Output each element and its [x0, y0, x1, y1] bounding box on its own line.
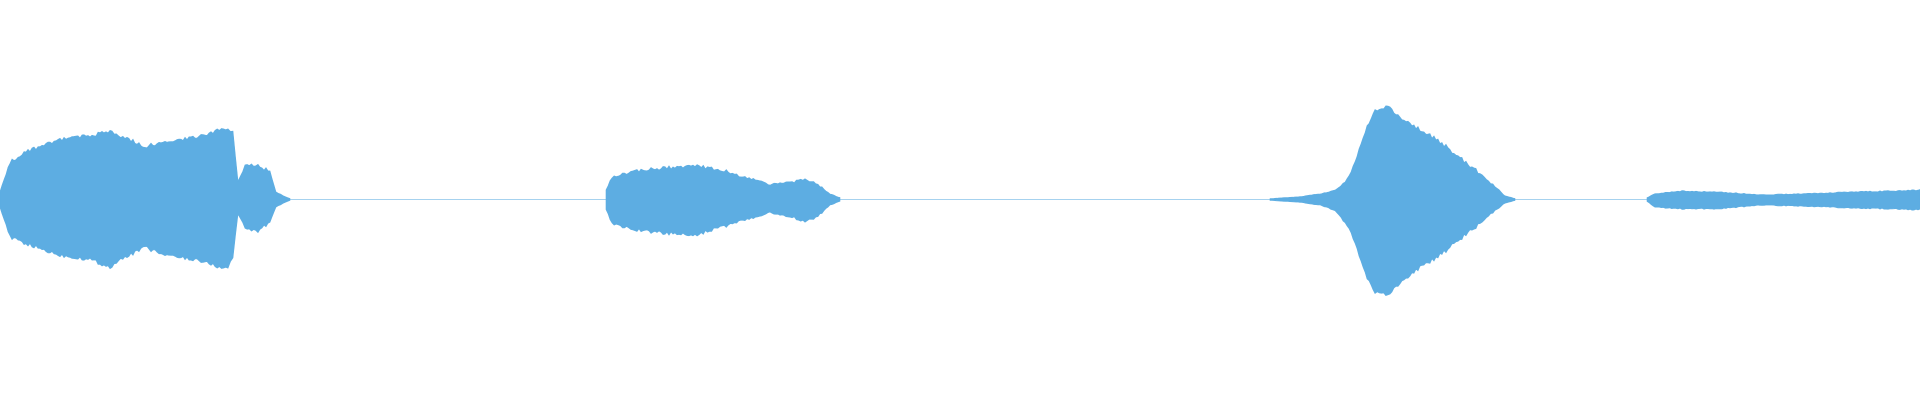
waveform-envelope [0, 105, 1920, 296]
